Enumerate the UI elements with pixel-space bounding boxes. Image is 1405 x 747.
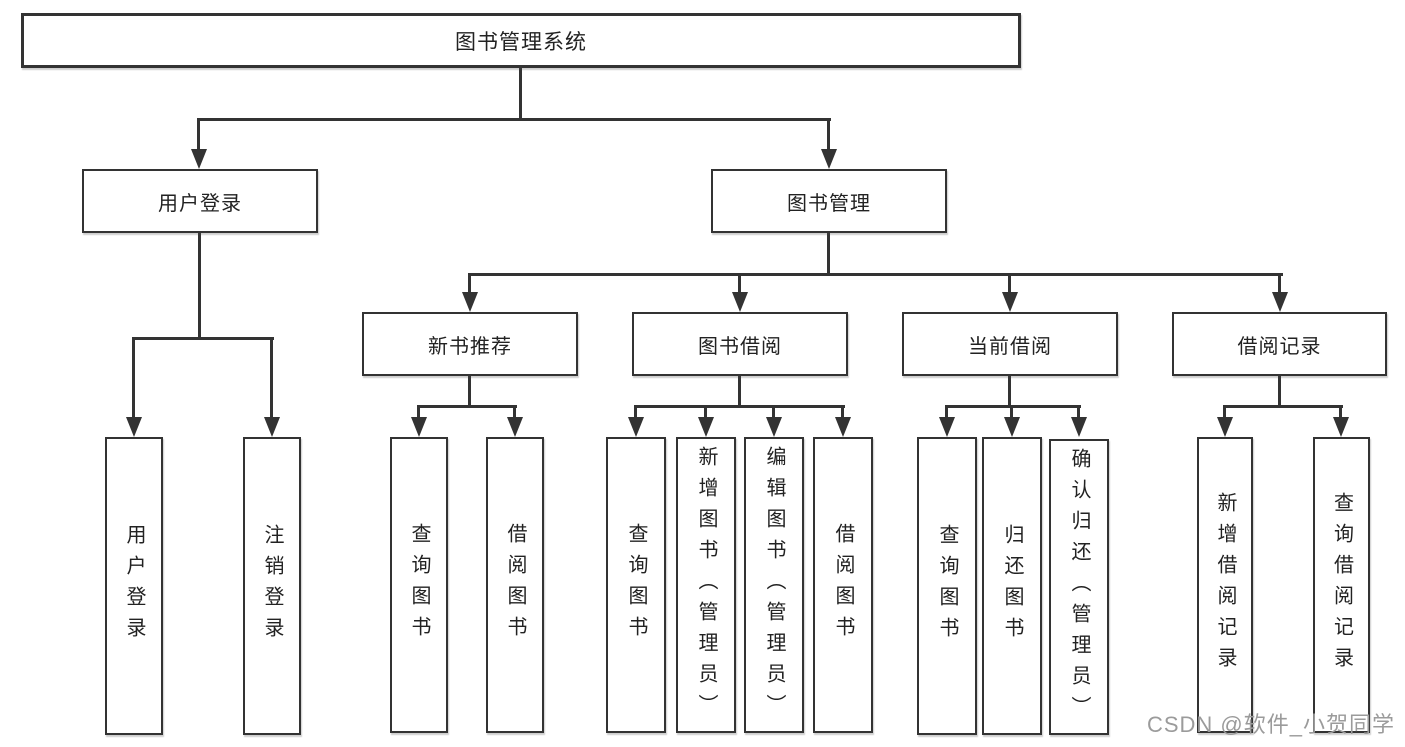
node-borrow-records: 借阅记录 bbox=[1172, 312, 1387, 376]
leaf-edit-book-admin: 编辑图书（管理员） bbox=[744, 437, 804, 733]
connector-line bbox=[1077, 405, 1080, 417]
arrow-down-icon bbox=[1272, 292, 1288, 312]
connector-line bbox=[827, 233, 830, 273]
arrow-down-icon bbox=[191, 149, 207, 169]
connector-line bbox=[1223, 405, 1226, 417]
node-library-system: 图书管理系统 bbox=[21, 13, 1021, 68]
leaf-borrow-book-recommend-label: 借阅图书 bbox=[504, 523, 526, 647]
arrow-down-icon bbox=[732, 292, 748, 312]
connector-line bbox=[738, 376, 741, 405]
connector-line bbox=[945, 405, 948, 417]
connector-line bbox=[417, 405, 420, 417]
node-book-borrow-label: 图书借阅 bbox=[698, 335, 782, 358]
leaf-add-book-admin-label: 新增图书（管理员） bbox=[695, 445, 717, 725]
arrow-down-icon bbox=[835, 417, 851, 437]
leaf-query-borrow-record: 查询借阅记录 bbox=[1313, 437, 1370, 733]
connector-line bbox=[1223, 405, 1343, 408]
node-user-login-label: 用户登录 bbox=[158, 192, 242, 215]
connector-line bbox=[634, 405, 637, 417]
arrow-down-icon bbox=[766, 417, 782, 437]
arrow-down-icon bbox=[507, 417, 523, 437]
leaf-logout: 注销登录 bbox=[243, 437, 301, 735]
node-book-borrow: 图书借阅 bbox=[632, 312, 848, 376]
leaf-query-book-label: 查询图书 bbox=[625, 523, 647, 647]
leaf-query-book: 查询图书 bbox=[606, 437, 666, 733]
node-current-borrow: 当前借阅 bbox=[902, 312, 1118, 376]
csdn-watermark: CSDN @软件_小贺同学 bbox=[1146, 712, 1395, 737]
leaf-user-login: 用户登录 bbox=[105, 437, 163, 735]
arrow-down-icon bbox=[821, 149, 837, 169]
connector-line bbox=[198, 233, 201, 337]
leaf-return-book: 归还图书 bbox=[982, 437, 1042, 735]
connector-line bbox=[468, 376, 471, 405]
connector-line bbox=[197, 118, 200, 149]
node-borrow-records-label: 借阅记录 bbox=[1237, 335, 1322, 358]
leaf-query-book-current-label: 查询图书 bbox=[936, 524, 958, 648]
arrow-down-icon bbox=[1004, 417, 1020, 437]
connector-line bbox=[270, 337, 273, 417]
node-library-system-label: 图书管理系统 bbox=[455, 30, 587, 54]
connector-line bbox=[132, 337, 274, 340]
connector-line bbox=[513, 405, 516, 417]
node-new-book-recommend-label: 新书推荐 bbox=[428, 335, 512, 358]
arrow-down-icon bbox=[462, 292, 478, 312]
connector-line bbox=[1278, 376, 1281, 405]
connector-line bbox=[468, 273, 1283, 276]
leaf-user-login-label: 用户登录 bbox=[123, 524, 145, 648]
leaf-logout-label: 注销登录 bbox=[261, 524, 283, 648]
leaf-confirm-return-admin: 确认归还（管理员） bbox=[1049, 439, 1109, 735]
connector-line bbox=[1008, 273, 1011, 292]
connector-line bbox=[634, 405, 845, 408]
arrow-down-icon bbox=[411, 417, 427, 437]
arrow-down-icon bbox=[1002, 292, 1018, 312]
connector-line bbox=[827, 118, 830, 149]
connector-line bbox=[1008, 376, 1011, 405]
connector-line bbox=[1010, 405, 1013, 417]
leaf-add-borrow-record-label: 新增借阅记录 bbox=[1214, 492, 1236, 678]
node-new-book-recommend: 新书推荐 bbox=[362, 312, 578, 376]
connector-line bbox=[945, 405, 1081, 408]
arrow-down-icon bbox=[126, 417, 142, 437]
leaf-add-book-admin: 新增图书（管理员） bbox=[676, 437, 736, 733]
node-user-login: 用户登录 bbox=[82, 169, 318, 233]
leaf-query-book-current: 查询图书 bbox=[917, 437, 977, 735]
leaf-edit-book-admin-label: 编辑图书（管理员） bbox=[763, 445, 785, 725]
leaf-query-book-recommend-label: 查询图书 bbox=[408, 523, 430, 647]
leaf-query-borrow-record-label: 查询借阅记录 bbox=[1330, 492, 1353, 678]
connector-line bbox=[197, 118, 831, 121]
leaf-return-book-label: 归还图书 bbox=[1001, 524, 1023, 648]
connector-line bbox=[841, 405, 844, 417]
leaf-confirm-return-admin-label: 确认归还（管理员） bbox=[1068, 447, 1090, 727]
arrow-down-icon bbox=[1217, 417, 1233, 437]
arrow-down-icon bbox=[264, 417, 280, 437]
leaf-borrow-book-label: 借阅图书 bbox=[832, 523, 854, 647]
leaf-borrow-book-recommend: 借阅图书 bbox=[486, 437, 544, 733]
connector-line bbox=[738, 273, 741, 292]
connector-line bbox=[704, 405, 707, 417]
node-book-management: 图书管理 bbox=[711, 169, 947, 233]
arrow-down-icon bbox=[1333, 417, 1349, 437]
connector-line bbox=[1278, 273, 1281, 292]
connector-line bbox=[1339, 405, 1342, 417]
connector-line bbox=[468, 273, 471, 292]
node-book-management-label: 图书管理 bbox=[787, 192, 871, 215]
connector-line bbox=[519, 68, 522, 118]
leaf-query-book-recommend: 查询图书 bbox=[390, 437, 448, 733]
arrow-down-icon bbox=[1071, 417, 1087, 437]
connector-line bbox=[772, 405, 775, 417]
arrow-down-icon bbox=[628, 417, 644, 437]
connector-line bbox=[417, 405, 517, 408]
connector-line bbox=[132, 337, 135, 417]
arrow-down-icon bbox=[698, 417, 714, 437]
leaf-borrow-book: 借阅图书 bbox=[813, 437, 873, 733]
arrow-down-icon bbox=[939, 417, 955, 437]
node-current-borrow-label: 当前借阅 bbox=[968, 335, 1052, 358]
leaf-add-borrow-record: 新增借阅记录 bbox=[1197, 437, 1253, 733]
